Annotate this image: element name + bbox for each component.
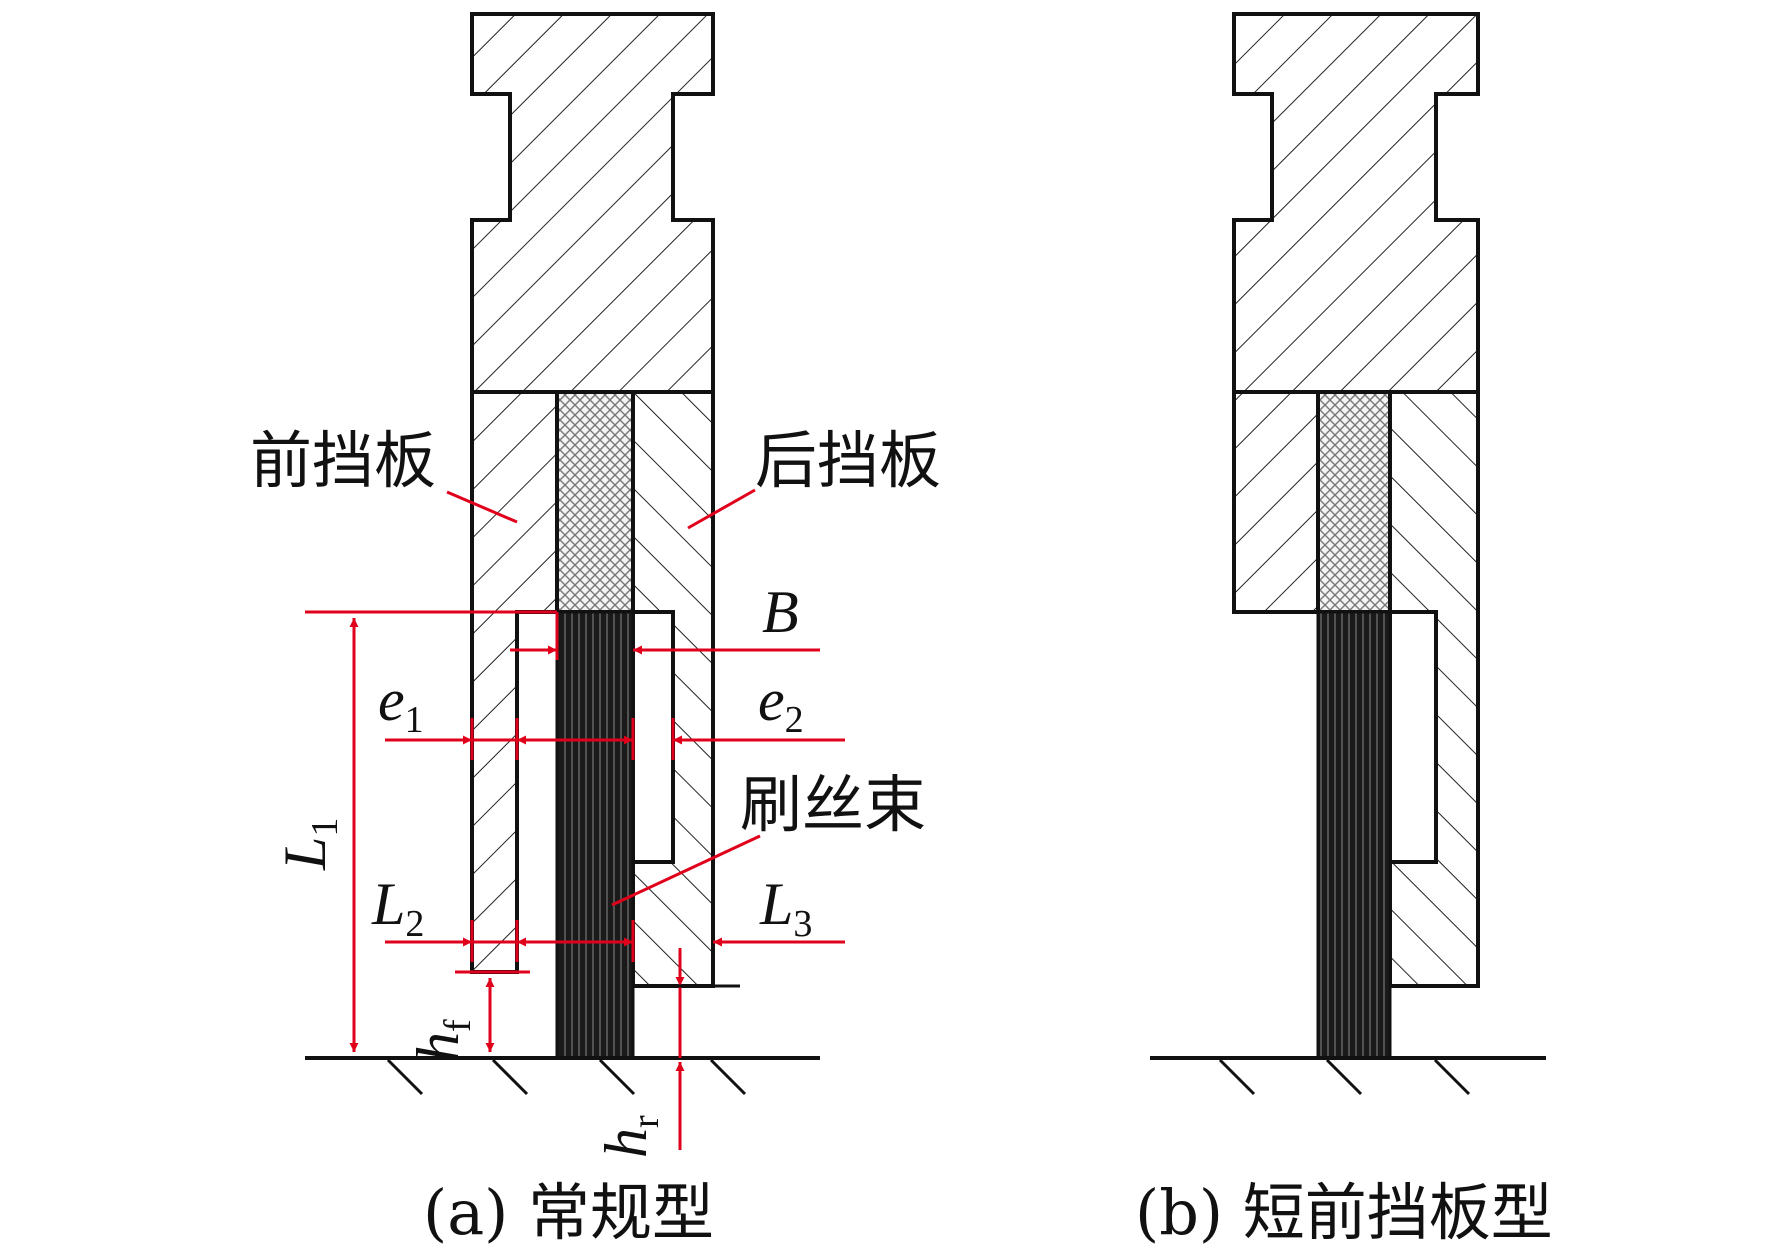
clamp-mesh-b xyxy=(1316,390,1392,614)
dim-label-e2: e2 xyxy=(758,667,804,741)
rear-cavity-b xyxy=(1388,610,1438,864)
dim-label-B: B xyxy=(762,579,799,645)
dim-label-L3: L3 xyxy=(759,871,812,945)
dim-label-hf: hf xyxy=(405,1019,479,1062)
caption-a: (a) 常规型 xyxy=(423,1176,714,1249)
rotor-surface-b xyxy=(1150,1056,1546,1096)
figure-b-short-front-plate: (b) 短前挡板型 xyxy=(1135,12,1553,1249)
figure-a-conventional: 前挡板 后挡板 刷丝束 B e1 e2 L2 L3 L1 hf hr (a) 常… xyxy=(250,12,941,1249)
label-rear-plate: 后挡板 xyxy=(755,424,941,497)
bristle-pack-b xyxy=(1316,610,1392,1060)
clamp-mesh-a xyxy=(555,390,635,614)
front-plate-a xyxy=(470,390,559,974)
label-bristle-pack: 刷丝束 xyxy=(740,768,926,841)
holder-a xyxy=(470,12,715,394)
bristle-pack-a xyxy=(555,610,635,1060)
front-plate-b xyxy=(1232,390,1320,614)
rotor-surface-a xyxy=(305,1056,820,1096)
caption-b: (b) 短前挡板型 xyxy=(1135,1176,1553,1249)
dimension-lines xyxy=(305,488,845,1150)
dim-label-hr: hr xyxy=(593,1115,667,1158)
dim-label-L2: L2 xyxy=(371,871,424,945)
dim-label-e1: e1 xyxy=(378,667,424,741)
dim-label-L1: L1 xyxy=(272,818,346,871)
holder-b xyxy=(1232,12,1480,394)
label-front-plate: 前挡板 xyxy=(250,424,436,497)
